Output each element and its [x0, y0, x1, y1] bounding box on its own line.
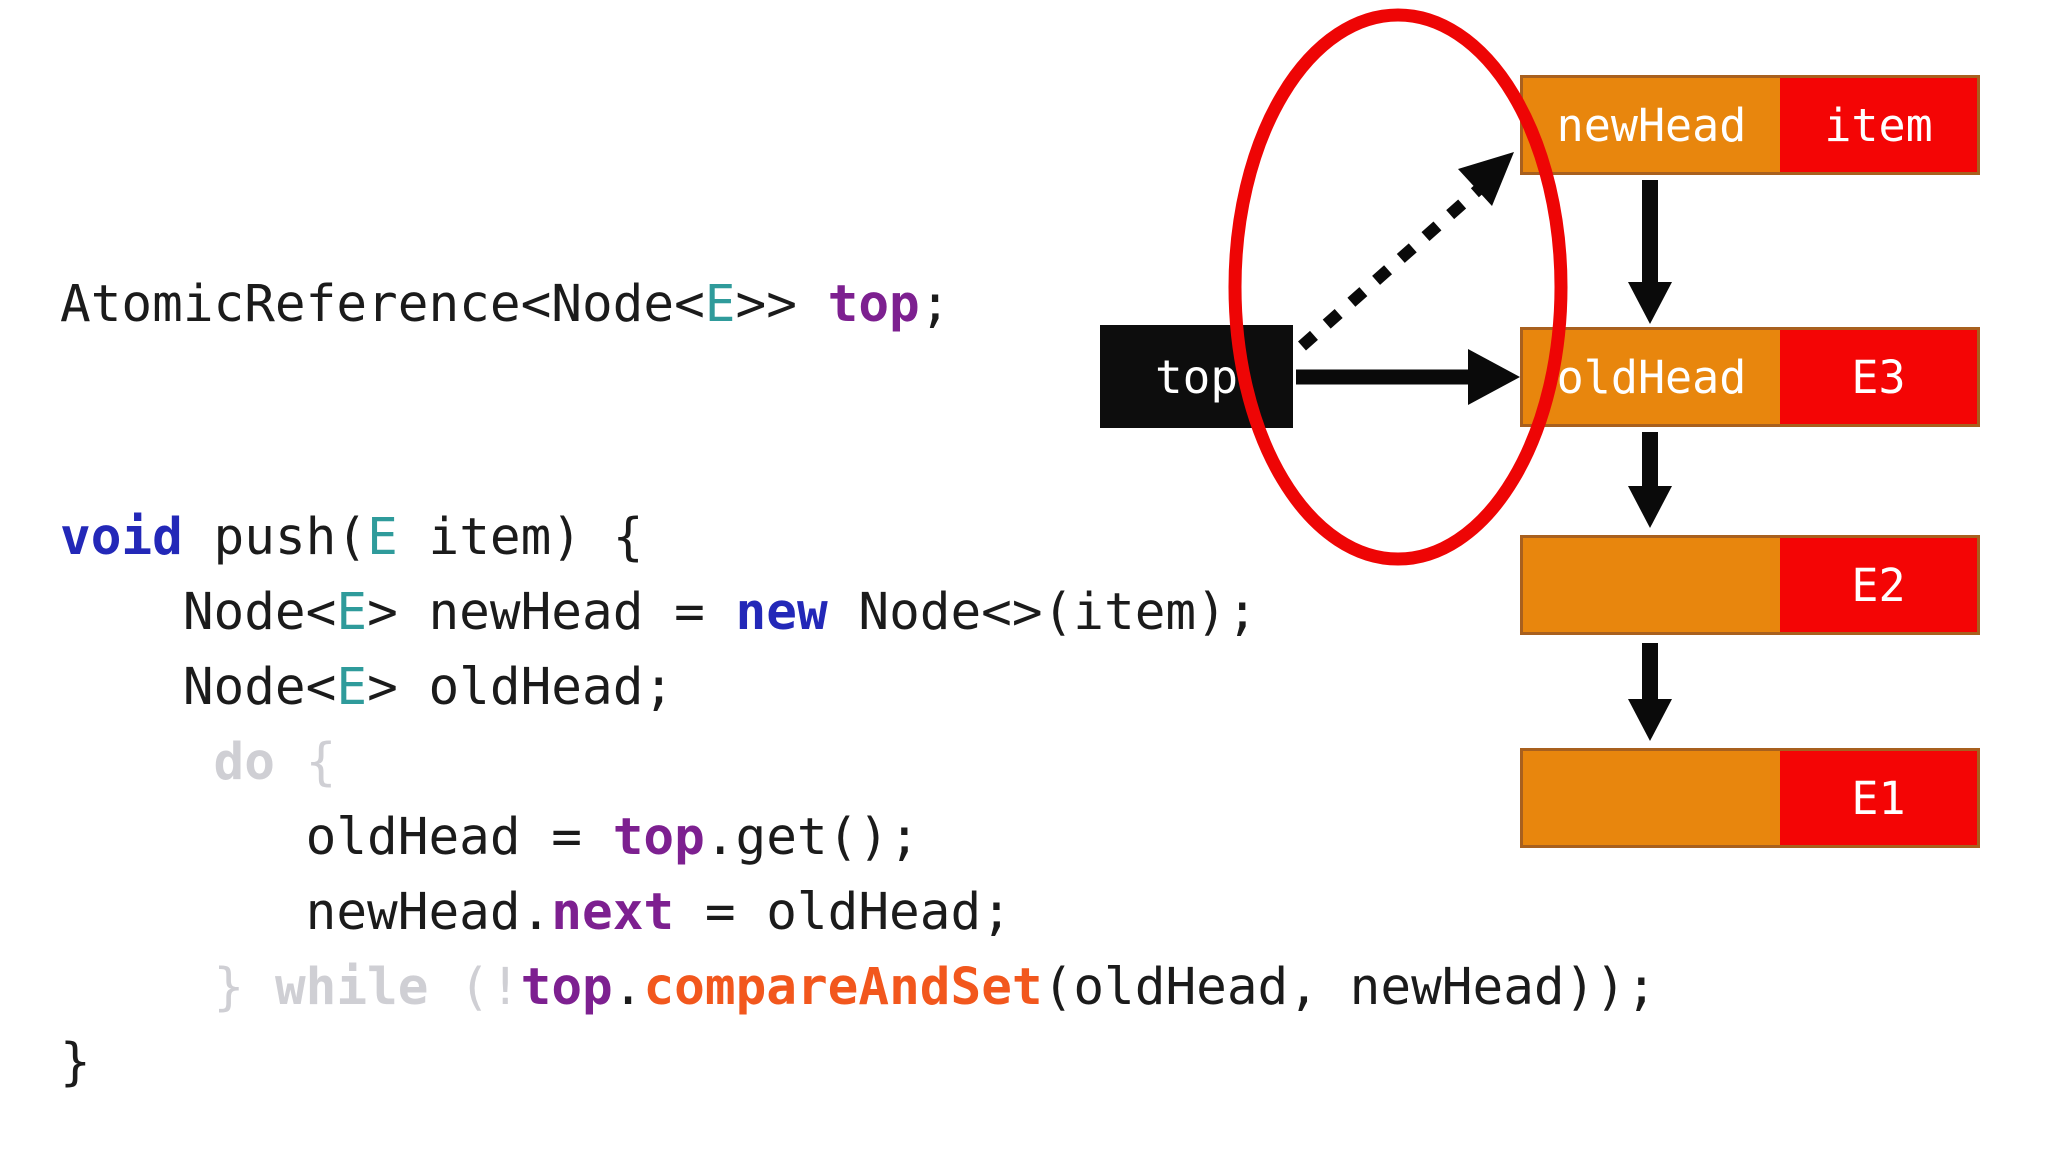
code-token: ; — [919, 275, 951, 334]
code-token: newHead. — [60, 883, 552, 942]
code-token: Node< — [60, 583, 337, 642]
code-token: Node< — [60, 658, 337, 717]
code-line: AtomicReference<Node<E>> top; — [60, 267, 950, 342]
node-ref-cell — [1523, 751, 1780, 845]
code-token: . — [612, 958, 644, 1017]
node-ref-cell: oldHead — [1523, 330, 1780, 424]
node-value-cell: E2 — [1780, 538, 1977, 632]
code-token: > newHead = — [367, 583, 736, 642]
code-token: top — [520, 958, 613, 1017]
top-pointer-label: top — [1154, 349, 1239, 404]
code-token — [60, 733, 214, 792]
code-token: top — [612, 808, 705, 867]
dashed-top-to-newhead-arrow — [1298, 152, 1514, 351]
emphasis-ellipse — [1228, 8, 1568, 566]
code-line: } — [60, 1025, 1657, 1100]
code-token: > oldHead; — [367, 658, 675, 717]
code-line: newHead.next = oldHead; — [60, 875, 1657, 950]
code-token: } — [60, 958, 275, 1017]
node-value-cell: E1 — [1780, 751, 1977, 845]
code-token: ! — [489, 958, 521, 1017]
code-token: AtomicReference<Node< — [60, 275, 705, 334]
code-token: Node<>(item); — [827, 583, 1258, 642]
code-line: } while (!top.compareAndSet(oldHead, new… — [60, 950, 1657, 1025]
code-push-method: void push(E item) { Node<E> newHead = ne… — [60, 500, 1657, 1100]
code-token: do — [213, 733, 275, 792]
code-token: item) { — [397, 508, 644, 567]
code-token: top — [827, 275, 920, 334]
code-token: E — [336, 658, 368, 717]
top-to-oldhead-arrow — [1296, 349, 1520, 405]
code-token: ( — [428, 958, 490, 1017]
code-token: } — [60, 1033, 91, 1092]
code-token: (oldHead, newHead)); — [1042, 958, 1657, 1017]
code-token: { — [274, 733, 337, 792]
code-token: compareAndSet — [643, 958, 1043, 1017]
code-token: = oldHead; — [674, 883, 1012, 942]
code-line: do { — [60, 725, 1657, 800]
code-token: next — [551, 883, 675, 942]
code-token: while — [274, 958, 429, 1017]
code-line: oldHead = top.get(); — [60, 800, 1657, 875]
code-token: >> — [735, 275, 828, 334]
code-token: E — [336, 583, 368, 642]
node-row: E2 — [1520, 535, 1980, 635]
node-ref-cell — [1523, 538, 1780, 632]
code-line: Node<E> oldHead; — [60, 650, 1657, 725]
top-pointer-box: top — [1100, 325, 1293, 428]
node-value-cell: item — [1780, 78, 1977, 172]
code-line: Node<E> newHead = new Node<>(item); — [60, 575, 1657, 650]
code-token: .get(); — [704, 808, 920, 867]
code-token: E — [704, 275, 736, 334]
code-token: push( — [182, 508, 368, 567]
code-line: void push(E item) { — [60, 500, 1657, 575]
code-token: oldHead = — [60, 808, 613, 867]
code-token: void — [60, 508, 183, 567]
code-declaration: AtomicReference<Node<E>> top; — [60, 267, 950, 342]
code-token: E — [367, 508, 398, 567]
node-ref-cell: newHead — [1523, 78, 1780, 172]
node-row: E1 — [1520, 748, 1980, 848]
newhead-to-oldhead-arrow — [1628, 180, 1672, 324]
code-token: new — [735, 583, 828, 642]
node-value-cell: E3 — [1780, 330, 1977, 424]
